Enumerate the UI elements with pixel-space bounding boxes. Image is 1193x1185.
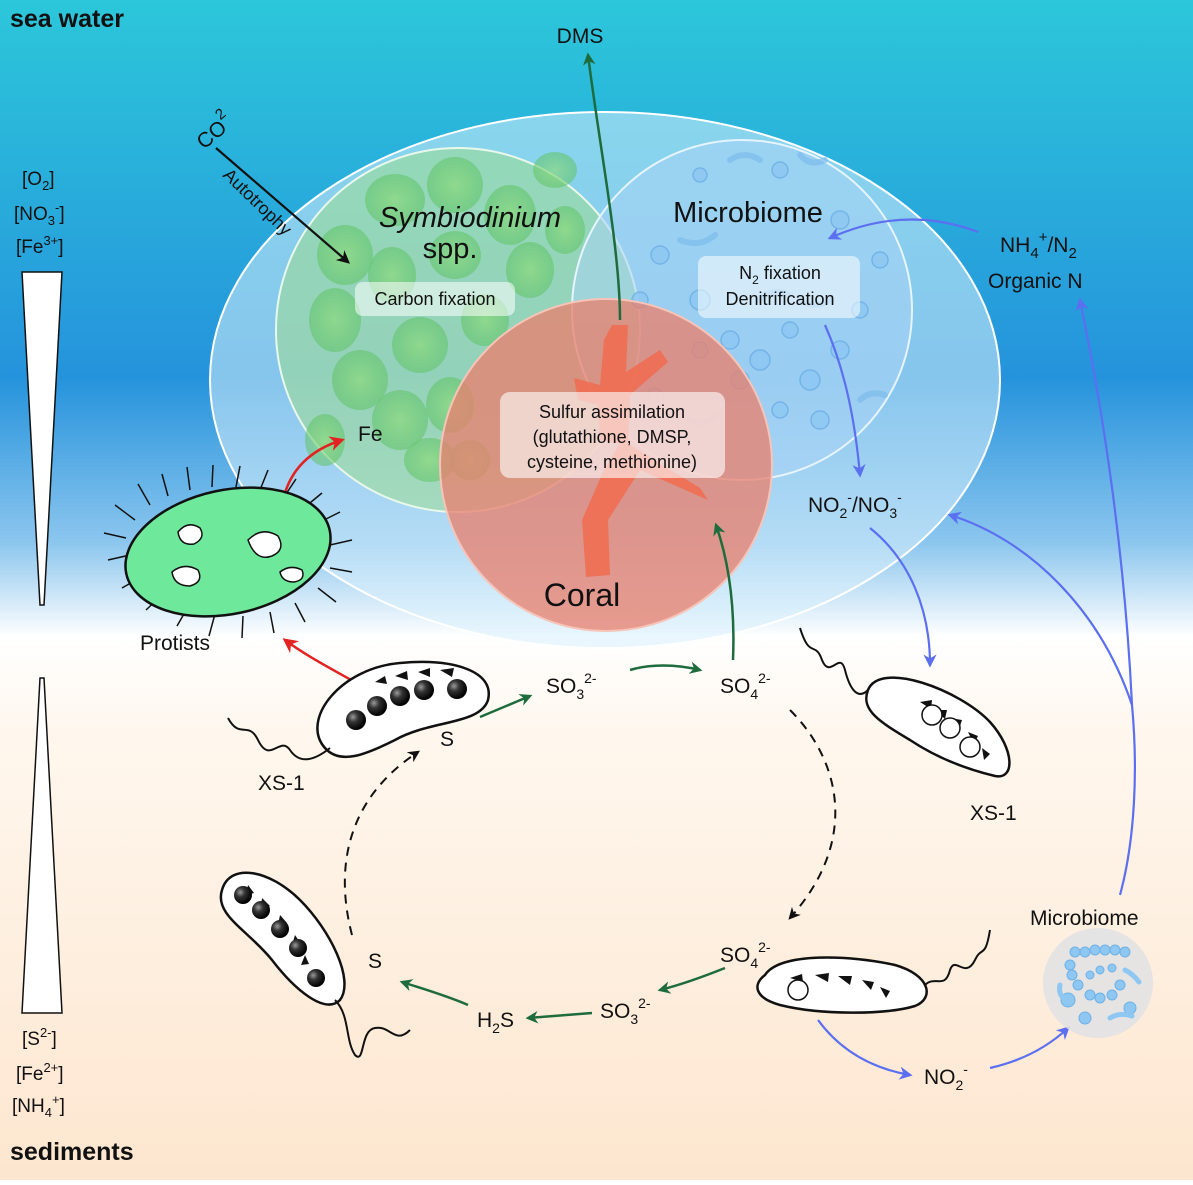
gradient-s2-label: [S2-] — [22, 1025, 57, 1050]
so4-to-so3-bottom-arrow — [657, 966, 726, 994]
so3-top-label: SO32- — [546, 670, 597, 702]
sulfur-assimilation-box — [500, 392, 725, 478]
autotrophy-arrow — [215, 147, 350, 264]
gradient-o2-label: [O2] — [22, 169, 55, 193]
sulfur-assimilation-line3: cysteine, methionine) — [527, 452, 697, 472]
denitrification-label: Denitrification — [725, 289, 834, 309]
sulfur-assimilation-line2: (glutathione, DMSP, — [533, 427, 692, 447]
xs1-bacterium-right — [799, 627, 1011, 778]
fe-label: Fe — [358, 423, 383, 446]
organic-n-label: Organic N — [988, 270, 1083, 293]
gradient-labels-top: [O2] [NO3-] [Fe3+] — [14, 169, 65, 258]
microbiome-bottom-label: Microbiome — [1030, 907, 1139, 930]
h2s-to-s-arrow — [399, 979, 469, 1007]
microbiome-to-no2-arrow — [823, 324, 866, 478]
no2-to-xs1-arrow — [869, 527, 937, 668]
zone-label-sediments: sediments — [10, 1138, 134, 1166]
microbiome-bottom-icon — [1043, 928, 1153, 1038]
dashed-so4-descend-arrow — [788, 709, 837, 920]
carbon-fixation-box — [355, 282, 515, 316]
gradient-labels-bottom: [S2-] [Fe2+] [NH4+] — [12, 1025, 65, 1120]
so4-to-coral-arrow — [713, 522, 735, 661]
carbon-fixation-label: Carbon fixation — [374, 289, 495, 309]
microbiome-bottom-branch-line — [1118, 704, 1136, 896]
n2-fixation-label: N2 fixation — [739, 263, 821, 287]
microbiome-title: Microbiome — [673, 197, 823, 229]
nh4-to-microbiome-arrow — [827, 218, 979, 240]
branch-to-no3-arrow — [947, 511, 1134, 706]
gradient-fe2-label: [Fe2+] — [16, 1060, 64, 1085]
protists-label: Protists — [140, 632, 210, 655]
coral-title: Coral — [544, 577, 620, 613]
microbiome-process-box — [698, 256, 860, 318]
xs1-to-no2-arrow — [817, 1019, 913, 1080]
gradient-wedge-top — [21, 271, 63, 606]
no2-no3-label: NO2-/NO3- — [808, 489, 902, 521]
bacterium-bottom-left — [219, 871, 411, 1058]
branch-to-organic-n-arrow — [1075, 297, 1134, 706]
xs1-right-label: XS-1 — [970, 802, 1017, 825]
so3-to-h2s-arrow — [525, 1010, 593, 1024]
gradient-no3-label: [NO3-] — [14, 200, 65, 228]
h2s-label: H2S — [477, 1009, 514, 1036]
dms-arrow — [583, 52, 622, 321]
gradient-fe3-label: [Fe3+] — [16, 233, 64, 258]
nh4-n2-label: NH4+/N2 — [1000, 229, 1077, 262]
no2-to-microbiome-arrow — [989, 1026, 1070, 1070]
symbiodinium-title-spp: spp. — [423, 233, 478, 265]
coral-branch-icon — [574, 325, 708, 577]
dms-label: DMS — [557, 25, 604, 48]
gradient-wedge-bottom — [21, 677, 63, 1014]
zone-label-sea-water: sea water — [10, 5, 124, 33]
dashed-s-ascend-arrow — [343, 750, 421, 936]
symbiodinium-title: Symbiodinium — [379, 202, 561, 234]
xs1-left-label: XS-1 — [258, 772, 305, 795]
so4-bottom-label: SO42- — [720, 939, 771, 971]
so4-top-label: SO42- — [720, 670, 771, 702]
xs1-bacterium-left — [227, 660, 491, 761]
so3-to-so4-arrow — [629, 661, 703, 674]
bacterium-bottom-right — [756, 929, 991, 1014]
protist-cell — [103, 464, 353, 639]
sulfur-assimilation-line1: Sulfur assimilation — [539, 402, 685, 422]
no2-bottom-label: NO2- — [924, 1061, 968, 1093]
gradient-nh4-label: [NH4+] — [12, 1092, 65, 1120]
s-to-so3-arrow — [479, 694, 533, 719]
s-bottom-label: S — [368, 950, 382, 973]
so3-bottom-label: SO32- — [600, 995, 651, 1027]
s-top-label: S — [440, 728, 454, 751]
